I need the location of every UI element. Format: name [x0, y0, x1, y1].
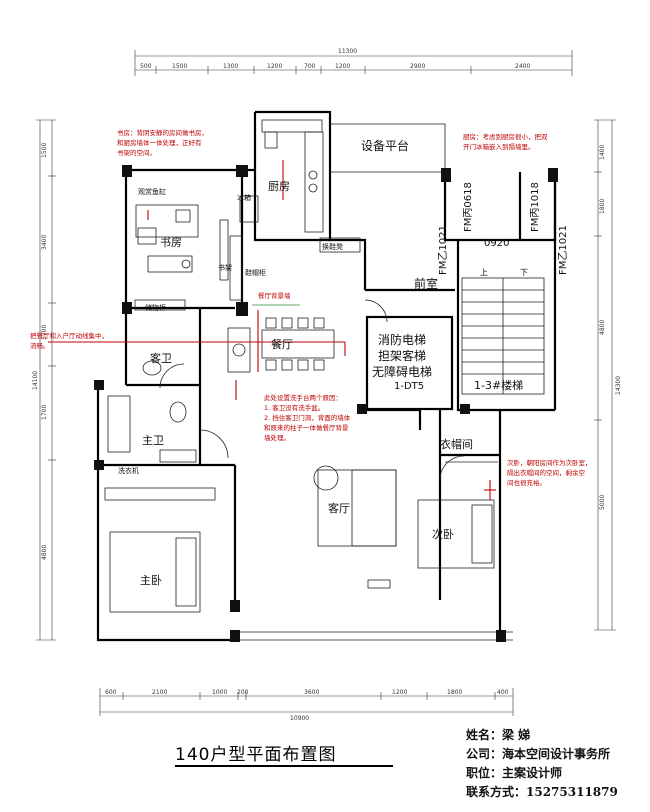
- top-dim: 1500: [172, 63, 187, 70]
- note-sink-line: 1. 客卫没有洗手盆。: [264, 403, 324, 412]
- room-study: 书房: [160, 236, 182, 249]
- note-sink-line: 和原来的柱子一体做餐厅背景: [264, 423, 349, 432]
- left-dim: 3400: [41, 235, 48, 250]
- left-dim: 4800: [41, 545, 48, 560]
- note-kitchen-line: 开门冰箱嵌入到隔墙里。: [463, 142, 535, 151]
- note-second-bedroom-line: 间也很充裕。: [507, 478, 546, 487]
- room-equipment-platform: 设备平台: [361, 138, 409, 153]
- right-dim: 5000: [599, 495, 606, 510]
- bottom-dim: 600: [105, 689, 117, 696]
- structural-columns: [94, 165, 558, 642]
- door-code: FM乙1021: [557, 225, 569, 275]
- bottom-dim: 200: [237, 689, 249, 696]
- elevator-line1: 消防电梯: [378, 332, 426, 347]
- note-sink-line: 此处设置洗手台两个原因：: [264, 393, 342, 402]
- label-fridge: 冰箱: [237, 193, 251, 202]
- bottom-dimensions: 600 2100 1000 200 3600 1200 1800 400 109…: [99, 688, 514, 722]
- room-second-bedroom: 次卧: [432, 527, 454, 541]
- bottom-dim: 1800: [447, 689, 462, 696]
- right-dim: 4800: [599, 320, 606, 335]
- note-study-line: 书架的空间。: [117, 148, 156, 157]
- furniture: [104, 119, 545, 613]
- top-dim: 700: [304, 63, 316, 70]
- elevator-label: 消防电梯 担架客梯 无障碍电梯 1-DT5: [372, 332, 432, 392]
- designer-company: 公司：海本空间设计事务所: [466, 747, 611, 761]
- right-total-dim: 14300: [615, 376, 622, 395]
- room-master-bedroom: 主卧: [140, 574, 162, 587]
- right-dim: 1800: [599, 199, 606, 214]
- door-code: FM乙1021: [437, 225, 449, 275]
- left-dim: 1700: [41, 325, 48, 340]
- room-labels: 书房 厨房 设备平台 冰箱 换鞋凳 前室 餐厅 客卫 主卫 主卧 客厅 衣帽间 …: [118, 138, 528, 587]
- top-dim: 2400: [515, 63, 530, 70]
- top-dim: 1200: [335, 63, 350, 70]
- top-dimensions: 11300 500 1500 1300 1200 700 1200 2900 2…: [134, 48, 573, 76]
- note-second-bedroom-line: 次卧，朝阳房间作为次卧室，: [507, 458, 592, 467]
- label-bookshelf: 书架: [218, 263, 232, 272]
- label-fish-tank: 观赏鱼缸: [138, 187, 166, 196]
- bottom-dim: 400: [497, 689, 509, 696]
- design-notes: 书房：背阴安静的房间做书房， 和厨房墙体一体处理，正好有 书架的空间。 厨房：考…: [30, 128, 592, 487]
- note-second-bedroom-line: 隔出衣帽间的空间，剩余空: [507, 468, 586, 477]
- door-codes: FM丙0618 FM丙1018 FM乙1021 FM乙1021 0920: [437, 182, 569, 275]
- title-underline: [175, 765, 393, 767]
- designer-position: 职位：主案设计师: [466, 766, 563, 780]
- room-cloakroom: 衣帽间: [440, 437, 473, 451]
- top-total-dim: 11300: [338, 48, 357, 55]
- top-dim: 1300: [223, 63, 238, 70]
- stair-down: 下: [520, 268, 528, 277]
- left-total-dim: 14100: [32, 371, 39, 390]
- room-guest-bath: 客卫: [150, 351, 172, 365]
- label-dining-wall: 餐厅背景墙: [258, 291, 291, 300]
- drawing-title: 140户型平面布置图: [175, 745, 337, 765]
- elevator-line3: 无障碍电梯: [372, 364, 432, 379]
- note-study-line: 书房：背阴安静的房间做书房，: [117, 128, 208, 137]
- elevator-line4: 1-DT5: [394, 381, 424, 392]
- elevator-line2: 担架客梯: [378, 348, 426, 363]
- note-study-line: 和厨房墙体一体处理，正好有: [117, 138, 202, 147]
- room-living: 客厅: [328, 501, 350, 515]
- walls: [96, 110, 557, 642]
- top-dim: 2900: [410, 63, 425, 70]
- door-code: FM丙1018: [530, 182, 541, 232]
- note-entry-line: 把餐厅和入户厅动线集中，: [30, 331, 108, 340]
- room-master-bath: 主卫: [142, 434, 164, 447]
- designer-name: 姓名：梁 娣: [466, 728, 531, 742]
- label-shoe-cabinet: 鞋帽柜: [245, 268, 266, 277]
- bottom-dim: 2100: [152, 689, 167, 696]
- left-dimensions: 1500 3400 1700 1700 4800 14100: [32, 119, 56, 641]
- bottom-total-dim: 10900: [290, 715, 309, 722]
- label-shoe-bench: 换鞋凳: [322, 242, 343, 251]
- label-washer: 洗衣机: [118, 466, 139, 475]
- room-stair: 1-3#楼梯: [474, 378, 523, 392]
- designer-contact: 联系方式：15275311879: [466, 785, 618, 799]
- top-dim: 500: [140, 63, 152, 70]
- annotation-lines: [48, 160, 496, 500]
- room-kitchen: 厨房: [268, 180, 290, 193]
- designer-info: 姓名：梁 娣 公司：海本空间设计事务所 职位：主案设计师 联系方式：152753…: [466, 726, 618, 802]
- door-code: 0920: [484, 238, 509, 249]
- note-sink-line: 墙处理。: [264, 433, 290, 442]
- floor-plan: 11300 500 1500 1300 1200 700 1200 2900 2…: [30, 48, 622, 722]
- stair-up: 上: [480, 268, 488, 277]
- label-tea-cabinet: 储物柜: [145, 303, 166, 312]
- right-dim: 1400: [599, 145, 606, 160]
- room-lobby: 前室: [414, 276, 438, 291]
- top-dim: 1200: [267, 63, 282, 70]
- room-dining: 餐厅: [271, 337, 293, 351]
- bottom-dim: 1200: [392, 689, 407, 696]
- left-dim: 1500: [41, 143, 48, 158]
- note-entry-line: 流畅。: [30, 341, 50, 350]
- bottom-dim: 1000: [212, 689, 227, 696]
- left-dim: 1700: [41, 405, 48, 420]
- note-sink-line: 2. 挡住客卫门洞，背面的墙体: [264, 413, 351, 422]
- note-kitchen-line: 厨房：考虑到厨房很小，把双: [463, 132, 548, 141]
- right-dimensions: 1400 1800 4800 5000 14300: [594, 119, 622, 631]
- bottom-dim: 3600: [304, 689, 319, 696]
- door-code: FM丙0618: [463, 182, 474, 232]
